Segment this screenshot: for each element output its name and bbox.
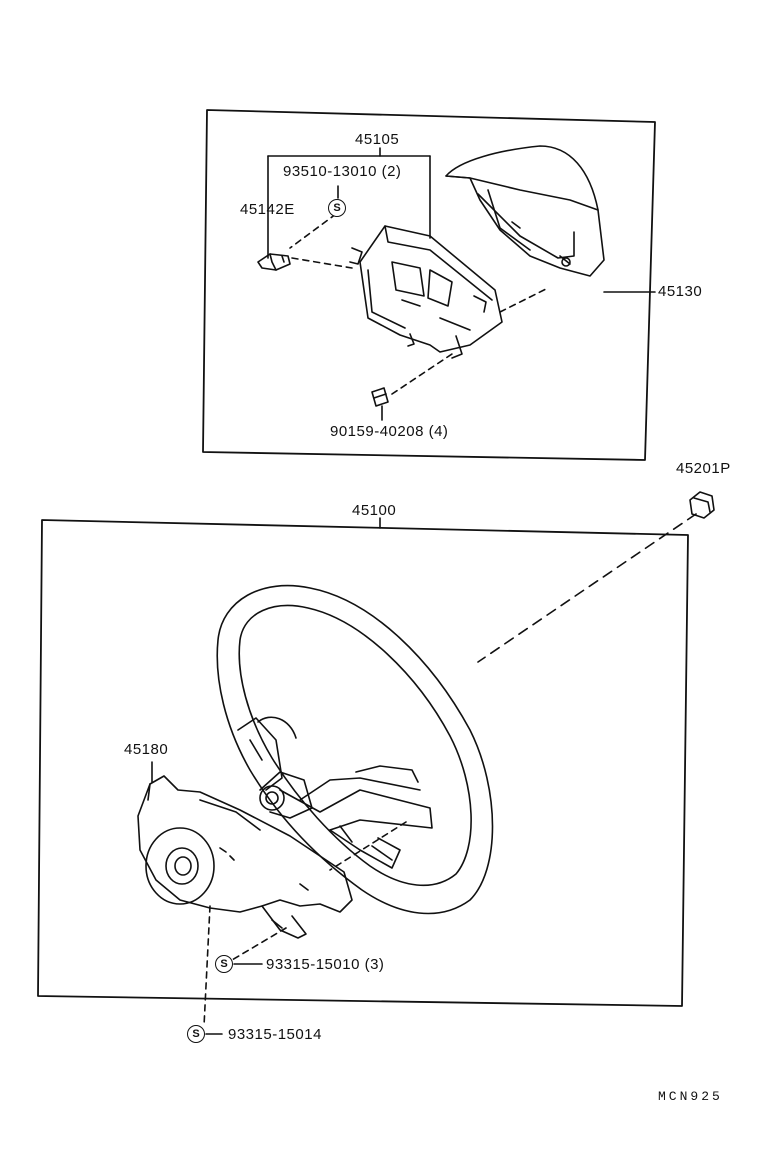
reference-code: MCN925: [658, 1089, 723, 1104]
cover-dashed-leader-a: [231, 927, 287, 961]
steering-pad-drawing: [445, 145, 605, 277]
label-45142e: 45142E: [240, 201, 295, 218]
lower-cover-45180-drawing: [137, 775, 353, 939]
lower-group-frame: [37, 519, 689, 1007]
label-45100: 45100: [352, 502, 397, 519]
screw-dashed-leader: [289, 213, 337, 249]
s-mark-upper: S: [328, 199, 346, 217]
label-93315-15010: 93315-15010 (3): [266, 956, 385, 973]
bolt-dashed-leader: [391, 351, 456, 395]
steering-wheel-drawing: [216, 584, 494, 915]
upper-group-frame: [202, 109, 656, 461]
label-45130: 45130: [658, 283, 703, 300]
bolt-90159-drawing: [371, 387, 389, 407]
label-45201p: 45201P: [676, 460, 731, 477]
label-90159-40208: 90159-40208 (4): [330, 423, 449, 440]
s-mark-lower-a: S: [215, 955, 233, 973]
nut-45201p-drawing: [689, 491, 715, 519]
horn-bracket-drawing: [349, 225, 503, 359]
label-45105-bracket: [267, 147, 431, 259]
cover-dashed-leader-b: [203, 905, 211, 1027]
bracket-to-pad-dashed-line: [499, 287, 549, 313]
label-45105: 45105: [355, 131, 400, 148]
clip-dashed-leader: [291, 257, 353, 269]
nut-dashed-line: [477, 513, 697, 663]
clip-45142e-drawing: [257, 253, 291, 271]
label-45180: 45180: [124, 741, 169, 758]
s-mark-lower-b: S: [187, 1025, 205, 1043]
hub-dashed-line: [329, 821, 407, 871]
label-93510-13010: 93510-13010 (2): [283, 163, 402, 180]
label-93315-15014: 93315-15014: [228, 1026, 322, 1043]
